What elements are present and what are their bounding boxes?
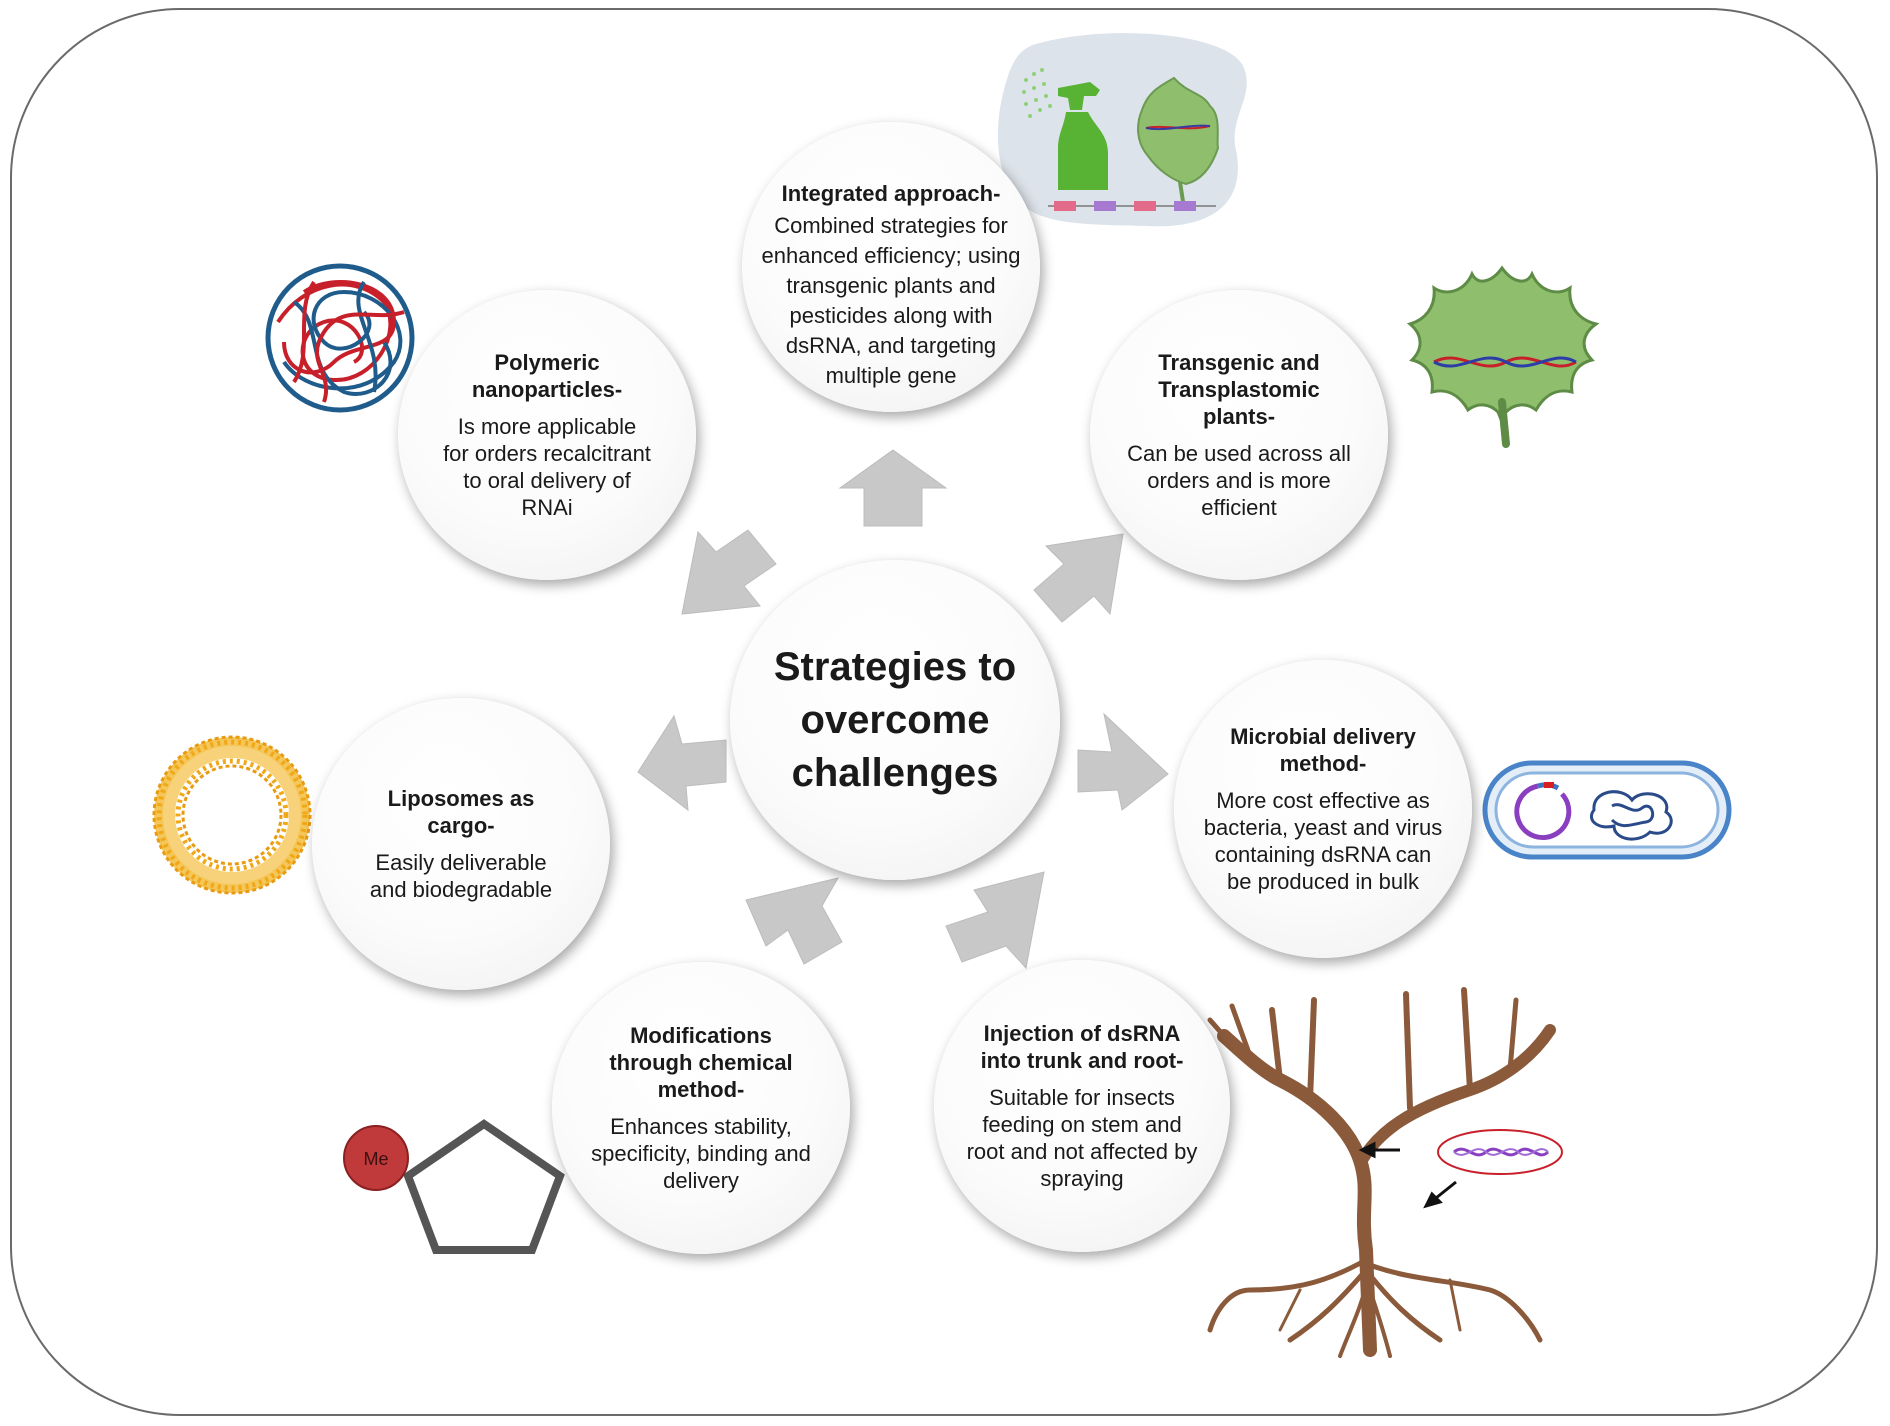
leaf-dna-icon <box>1406 265 1600 448</box>
microbial-body: More cost effective as bacteria, yeast a… <box>1203 788 1443 894</box>
methyl-pentagon-icon: Me <box>343 1119 565 1254</box>
arrow-downleft-chemical <box>745 877 843 965</box>
liposomes-body: Easily deliverable and biodegradable <box>369 850 553 902</box>
chemical-title: Modifications through chemical method- <box>609 1023 793 1102</box>
arrow-left-liposomes <box>637 714 727 812</box>
integrated-title: Integrated approach- <box>781 180 1001 206</box>
transgenic-circle: Transgenic and Transplastomic plants- Ca… <box>1090 290 1388 580</box>
liposomes-circle: Liposomes as cargo- Easily deliverable a… <box>312 698 610 990</box>
transgenic-title: Transgenic and Transplastomic plants- <box>1158 350 1320 429</box>
transgenic-body: Can be used across all orders and is mor… <box>1127 441 1351 520</box>
liposomes-title: Liposomes as cargo- <box>387 786 535 838</box>
liposome-icon <box>152 735 312 895</box>
center-title: Strategies to overcome challenges <box>773 644 1017 795</box>
polymeric-circle: Polymeric nanoparticles- Is more applica… <box>398 290 696 580</box>
tree-injection-icon <box>1207 987 1563 1358</box>
chemical-circle: Modifications through chemical method- E… <box>552 962 850 1254</box>
nanoparticle-icon <box>265 263 415 413</box>
methyl-label: Me <box>363 1149 388 1169</box>
arrow-downright-injection <box>945 871 1045 970</box>
chemical-body: Enhances stability, specificity, binding… <box>591 1114 811 1193</box>
arrow-right-microbial <box>1077 712 1169 811</box>
spray-bottle-leaf-icon <box>997 33 1247 227</box>
arrow-upright-transgenic <box>1033 533 1124 623</box>
integrated-approach-circle: Integrated approach- Combined strategies… <box>742 122 1040 412</box>
polymeric-body: Is more applicable for orders recalcitra… <box>443 414 651 520</box>
arrow-upleft-polymeric <box>681 529 777 615</box>
bacterium-plasmid-icon <box>1482 760 1732 860</box>
center-circle: Strategies to overcome challenges <box>730 560 1060 880</box>
injection-body: Suitable for insects feeding on stem and… <box>966 1085 1198 1191</box>
injection-circle: Injection of dsRNA into trunk and root- … <box>934 960 1230 1252</box>
polymeric-title: Polymeric nanoparticles- <box>471 350 623 402</box>
integrated-body: Combined strategies for enhanced efficie… <box>761 212 1021 388</box>
microbial-title: Microbial delivery method- <box>1230 724 1416 776</box>
arrow-up-integrated <box>838 449 948 527</box>
microbial-circle: Microbial delivery method- More cost eff… <box>1174 660 1472 958</box>
injection-title: Injection of dsRNA into trunk and root- <box>980 1021 1184 1073</box>
